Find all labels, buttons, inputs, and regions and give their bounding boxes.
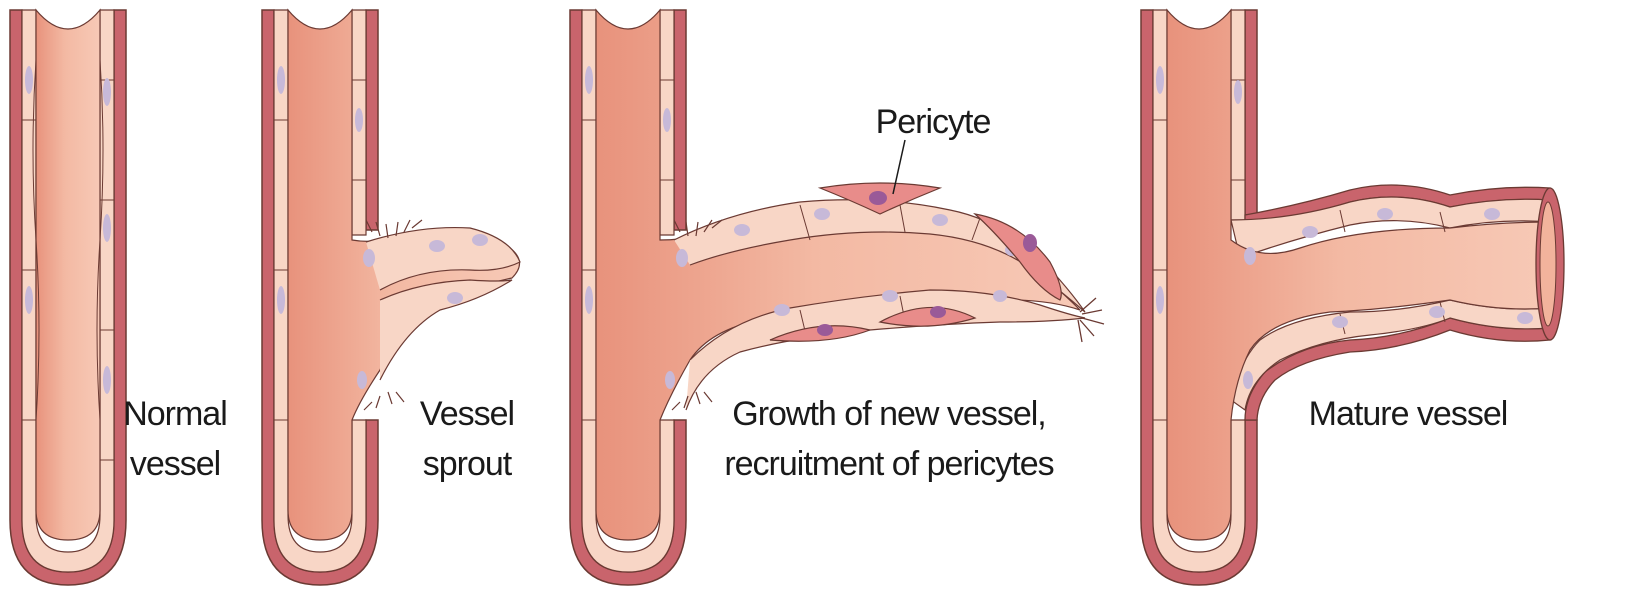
panel-growth-new-vessel: Pericyte Growth of new vessel, recruitme… [570,10,1104,585]
label-normal-line1: Normal [123,395,227,433]
panel-normal-vessel: Normal vessel [10,10,227,585]
mature-vessel-tube [1141,10,1564,585]
label-mature: Mature vessel [1309,395,1508,433]
label-normal-line2: vessel [130,445,220,483]
panel-vessel-sprout: Vessel sprout [262,10,520,585]
label-growth-line2: recruitment of pericytes [724,445,1053,483]
label-growth-line1: Growth of new vessel, [732,395,1045,433]
sprout-vessel-tube [262,10,520,585]
label-sprout-line1: Vessel [420,395,514,433]
pericyte-callout-label: Pericyte [876,103,991,141]
growth-vessel-tube [570,10,1104,585]
panel-mature-vessel: Mature vessel [1141,10,1564,585]
label-sprout-line2: sprout [423,445,513,483]
